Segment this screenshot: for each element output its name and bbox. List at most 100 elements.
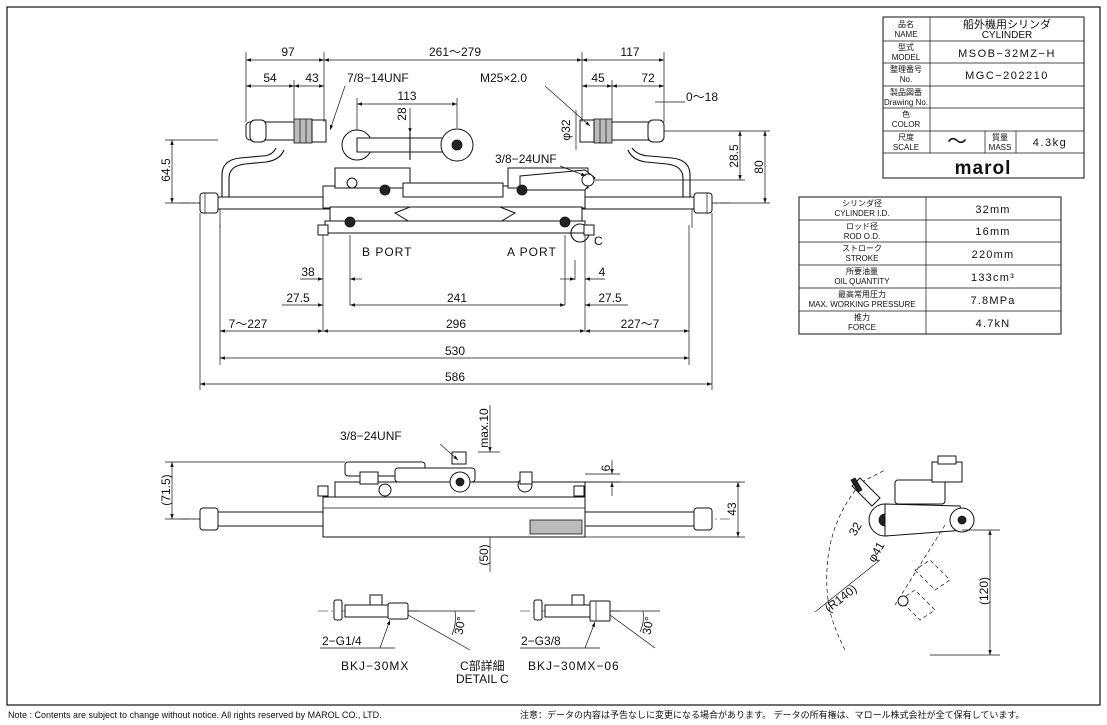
dim-28-5: 28.5 — [727, 144, 741, 168]
spec-label-jp: シリンダ径 — [842, 198, 882, 208]
dim-6: 6 — [599, 464, 613, 471]
sheet-border — [6, 6, 1101, 706]
mass-label-en: MASS — [989, 143, 1012, 152]
side-view-dimensions: (120) (R140) 32 φ41 — [814, 519, 1000, 656]
dim-120: (120) — [977, 577, 991, 605]
dim-261-279: 261〜279 — [429, 45, 481, 59]
thread-m25: M25×2.0 — [480, 71, 527, 85]
model-label-en: MODEL — [892, 53, 921, 62]
dim-43: 43 — [305, 71, 319, 85]
dim-296: 296 — [446, 317, 466, 331]
spec-value: 220mm — [972, 249, 1015, 261]
detail-right-name: BKJ−30MX−06 — [528, 659, 620, 673]
name-value-jp: 船外機用シリンダ — [963, 17, 1051, 31]
marol-logo: marol — [955, 158, 1012, 179]
spec-label-en: FORCE — [848, 323, 876, 332]
title-block: 品名 NAME 船外機用シリンダ CYLINDER 型式 MODEL MSOB−… — [882, 16, 1085, 179]
thread-7-8-14unf: 7/8−14UNF — [347, 71, 409, 85]
spec-value: 133cm³ — [971, 272, 1015, 284]
detail-center: C部詳細 DETAIL C — [456, 658, 509, 686]
detail-c-title-jp: C部詳細 — [460, 658, 505, 673]
dim-117: 117 — [620, 45, 639, 59]
dim-7-227: 7〜227 — [229, 317, 268, 331]
dim-32-side: 32 — [846, 519, 865, 538]
name-label-jp: 品名 — [898, 19, 914, 29]
scale-label-jp: 尺度 — [898, 132, 914, 142]
spec-value: 4.7kN — [976, 318, 1011, 330]
front-thread-3-8-24unf: 3/8−24UNF — [340, 429, 402, 443]
scale-value: 〜 — [947, 131, 967, 153]
top-view-dimensions: 97 261〜279 117 54 43 7/8−14UNF M25×2.0 4… — [159, 45, 770, 390]
dim-38: 38 — [301, 265, 315, 279]
spec-label-jp: ストローク — [842, 244, 882, 253]
dim-72: 72 — [641, 71, 655, 85]
dim-43-front: 43 — [725, 502, 739, 516]
dim-586: 586 — [445, 370, 465, 384]
no-value: MGC−202210 — [965, 70, 1049, 82]
color-label-en: COLOR — [892, 120, 921, 129]
drawing-label-en: Drawing No. — [884, 98, 928, 107]
spec-label-en: ROD O.D. — [844, 232, 880, 241]
dim-54: 54 — [263, 71, 277, 85]
detail-left-angle: 30° — [452, 615, 469, 636]
b-port-label: B PORT — [362, 245, 412, 259]
footer-note-jp: 注意：データの内容は予告なしに変更になる場合があります。 データの所有権は、マロ… — [520, 709, 1024, 720]
spec-label-jp: 推力 — [854, 312, 870, 322]
dim-28: 28 — [395, 107, 409, 121]
top-view — [180, 118, 730, 243]
color-label-jp: 色 — [902, 109, 910, 119]
front-view-dimensions: 3/8−24UNF max.10 6 (71.5) 43 (50) — [159, 405, 745, 572]
dim-113: 113 — [397, 89, 416, 103]
dim-227-7: 227〜7 — [621, 317, 660, 331]
dim-80: 80 — [752, 160, 766, 174]
dim-64-5: 64.5 — [159, 158, 173, 182]
detail-right: 30° 2−G3/8 BKJ−30MX−06 — [520, 594, 660, 673]
footer-note-en: Note : Contents are subject to change wi… — [8, 710, 382, 720]
mass-label-jp: 質量 — [992, 132, 1008, 142]
dim-50: (50) — [477, 544, 491, 565]
spec-label-jp: 所要油量 — [846, 266, 878, 276]
dim-phi32: φ32 — [559, 119, 573, 140]
mass-value: 4.3kg — [1033, 137, 1067, 149]
dim-0-18: 0〜18 — [686, 90, 718, 104]
dim-530: 530 — [445, 344, 465, 358]
detail-left-name: BKJ−30MX — [341, 659, 409, 673]
spec-label-en: MAX. WORKING PRESSURE — [808, 300, 915, 309]
a-port-label: A PORT — [507, 245, 557, 259]
dim-phi41: φ41 — [865, 539, 888, 565]
spec-label-jp: 最高常用圧力 — [838, 289, 886, 299]
dim-97: 97 — [281, 45, 295, 59]
name-value-en: CYLINDER — [982, 30, 1033, 41]
dim-max10: max.10 — [477, 408, 491, 448]
spec-label-en: CYLINDER I.D. — [834, 209, 889, 218]
detail-c-title-en: DETAIL C — [456, 672, 509, 686]
detail-left: 30° 2−G1/4 BKJ−30MX — [318, 594, 475, 673]
thread-3-8-24unf: 3/8−24UNF — [495, 152, 557, 166]
scale-label-en: SCALE — [893, 143, 919, 152]
model-value: MSOB−32MZ−H — [958, 48, 1056, 60]
dim-45: 45 — [591, 71, 605, 85]
detail-right-fitting: 2−G3/8 — [521, 634, 561, 648]
spec-label-en: STROKE — [846, 254, 879, 263]
spec-value: 16mm — [975, 226, 1010, 238]
model-label-jp: 型式 — [898, 42, 914, 52]
detail-c-marker: C — [594, 234, 603, 248]
name-label-en: NAME — [894, 30, 917, 39]
dim-27-5-right: 27.5 — [598, 291, 622, 305]
dim-4: 4 — [599, 265, 606, 279]
spec-value: 7.8MPa — [970, 295, 1015, 307]
detail-right-angle: 30° — [640, 615, 657, 636]
front-view — [180, 451, 730, 538]
no-label-jp: 整理番号 — [890, 64, 922, 74]
side-view — [826, 455, 975, 651]
spec-table: シリンダ径 CYLINDER I.D. 32mm ロッド径 ROD O.D. 1… — [798, 196, 1062, 335]
dim-27-5-left: 27.5 — [286, 291, 310, 305]
dim-241: 241 — [447, 291, 467, 305]
detail-left-fitting: 2−G1/4 — [322, 634, 362, 648]
spec-value: 32mm — [975, 204, 1010, 216]
dim-71-5: (71.5) — [159, 474, 173, 505]
spec-label-en: OIL QUANTITY — [834, 277, 890, 286]
drawing-label-jp: 製品図番 — [890, 87, 922, 97]
no-label-en: No. — [900, 75, 912, 84]
